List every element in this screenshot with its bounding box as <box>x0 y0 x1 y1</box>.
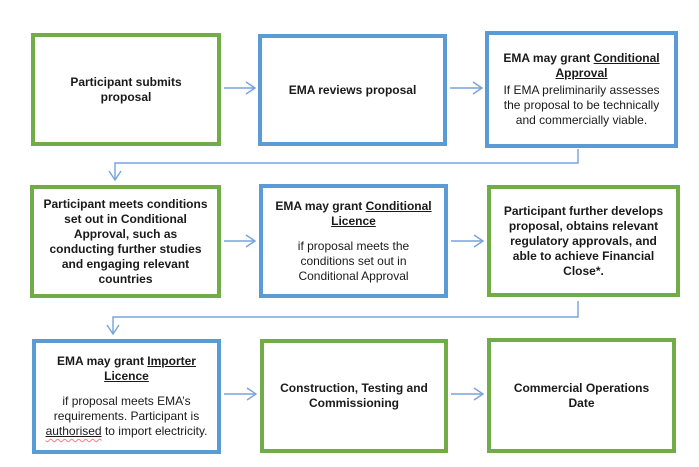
box-title-segment: EMA may grant <box>275 198 366 213</box>
box-title-underlined: Conditional Licence <box>331 198 432 228</box>
elbow-connector-2-icon <box>106 301 579 336</box>
flow-box-participant-submits: Participant submits proposal <box>31 33 221 146</box>
box-text: Construction, Testing and Commissioning <box>280 381 428 410</box>
box-body: if proposal meets EMA’s requirements. Pa… <box>45 394 208 439</box>
flow-box-conditional-approval: EMA may grant Conditional Approval If EM… <box>485 31 678 148</box>
box-text: Participant submits proposal <box>70 74 182 104</box>
box-body: If EMA preliminarily assesses the propos… <box>503 83 660 127</box>
flow-box-commercial-operations: Commercial Operations Date <box>487 338 676 453</box>
box-body: if proposal meets the conditions set out… <box>297 238 410 283</box>
box-title: EMA may grant Conditional Approval <box>498 51 665 81</box>
flow-box-ema-reviews: EMA reviews proposal <box>258 34 447 146</box>
box-body-segment: to import electricity. <box>101 424 208 438</box>
box-title: EMA may grant Conditional Licence <box>272 199 435 229</box>
flow-box-conditional-licence: EMA may grant Conditional Licence if pro… <box>259 184 448 298</box>
elbow-connector-1-icon <box>108 149 579 182</box>
box-title-underlined: Importer Licence <box>104 354 196 383</box>
box-title: EMA may grant Importer Licence <box>45 354 208 384</box>
flow-box-participant-develops: Participant further develops proposal, o… <box>487 185 680 297</box>
box-text: Participant further develops proposal, o… <box>503 203 664 278</box>
box-text: EMA reviews proposal <box>288 82 417 97</box>
box-title-segment: EMA may grant <box>57 354 148 368</box>
box-body-underlined: authorised <box>46 424 102 438</box>
box-text: Commercial Operations Date <box>513 380 650 410</box>
box-body-segment: if proposal meets EMA’s requirements. Pa… <box>53 394 200 423</box>
flow-box-participant-meets-conditions: Participant meets conditions set out in … <box>30 185 221 298</box>
box-title-segment: EMA may grant <box>503 51 594 65</box>
flow-box-construction: Construction, Testing and Commissioning <box>260 339 448 453</box>
box-text: Participant meets conditions set out in … <box>43 196 208 286</box>
box-title-underlined: Conditional Approval <box>555 51 660 80</box>
spellcheck-underline: authorised <box>45 424 102 438</box>
flow-box-importer-licence: EMA may grant Importer Licence if propos… <box>32 339 221 454</box>
